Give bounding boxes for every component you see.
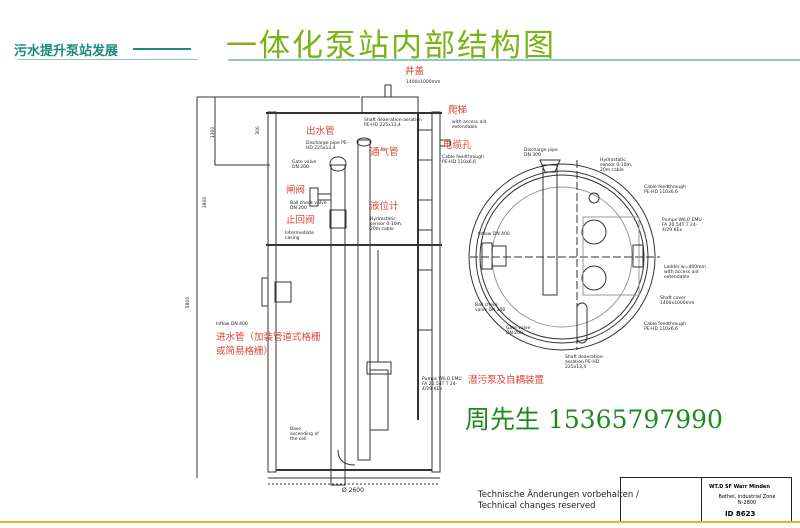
en-cable: Cable feedthrough PE-HD 110x6,6 <box>442 155 484 165</box>
en-inflow: Inflow DN 400 <box>216 322 248 327</box>
label-check-valve: 止回阀 <box>286 215 315 226</box>
note-line-1: Technische Änderungen vorbehalten / <box>478 490 639 500</box>
dim-full: 5800 <box>186 296 192 309</box>
tb-id: ID 8623 <box>725 510 756 518</box>
tb-name: WT.D SF Warr Minden <box>709 484 770 490</box>
note-line-2: Technical changes reserved <box>478 501 596 511</box>
en-sensor: Hydrostatic sensor 0-10m, 20m cable <box>370 217 403 232</box>
header-divider <box>18 59 198 60</box>
en-cover: 1400x1000mm <box>406 80 441 85</box>
en-shaft: Shaft deaeration-aeration PE-HD 225x13,4 <box>364 118 422 128</box>
title-block: WT.D SF Warr Minden Bethel, industrial Z… <box>620 477 792 523</box>
plan-sensor: Hydrostatic sensor 0-10m, 20m cable <box>600 158 633 173</box>
label-level-meter: 液位计 <box>370 201 399 212</box>
dim-top: 300 <box>255 126 261 135</box>
section-subtitle: 污水提升泵站发展 <box>14 44 119 59</box>
en-pump: Pumps WILO EMU FA 20.54T T 24-4/29 KEx <box>422 377 462 392</box>
dim-total: 3800 <box>203 196 209 209</box>
en-gate: Gate valve DN 200 <box>292 160 317 170</box>
plan-view <box>468 159 660 351</box>
en-base: Base ascending of the cell <box>290 427 319 442</box>
label-pump: 潜污泵及自耦装置 <box>468 375 545 386</box>
plan-shaft-cover: Shaft cover 1400x1000mm <box>660 296 695 306</box>
dim-mid: 1300 <box>211 126 217 139</box>
footer-rule <box>0 521 800 523</box>
label-cover: 井盖 <box>405 66 425 77</box>
plan-shaft: Shaft deaeration-aeration PE-HD 225x13,4 <box>565 355 605 370</box>
plan-cable-2: Cable feedthrough PE-HD 110x6,6 <box>644 322 686 332</box>
plan-inflow: Inflow DN 400 <box>478 232 510 237</box>
label-inflow: 进水管（加装管道式格栅或简易格栅） <box>216 332 321 357</box>
label-vent: 通气管 <box>370 147 399 158</box>
tb-address: Bethel, industrial Zone N-2800 <box>718 494 776 506</box>
dim-diameter: Ø 2600 <box>342 487 364 494</box>
plan-check: Ball check valve DN 200 <box>475 303 506 313</box>
plan-pumps: Pumps WILO EMU FA 20.54T T 24-4/29 KEx <box>662 218 702 233</box>
en-check: Ball check valve DN 200 <box>290 201 327 211</box>
page-title: 一体化泵站内部结构图 <box>226 28 556 64</box>
en-intermediate: Intermediate casing <box>285 231 315 241</box>
contact-phone: 周先生 15365797990 <box>465 405 723 434</box>
plan-cable-1: Cable feedthrough PE-HD 110x6,6 <box>644 185 686 195</box>
technical-note: Technische Änderungen vorbehalten / Tech… <box>478 490 639 512</box>
label-ladder: 爬梯 <box>448 105 468 116</box>
plan-gate: Gate valve DN 200 <box>506 326 531 336</box>
en-ladder: with access aid extendable <box>452 120 487 130</box>
header-divider <box>228 59 800 61</box>
label-discharge: 出水管 <box>306 126 335 137</box>
label-gate-valve: 闸阀 <box>286 185 306 196</box>
subtitle-rule <box>133 48 191 50</box>
plan-discharge: Discharge pipe DN 300 <box>524 148 558 158</box>
section-view <box>196 84 451 486</box>
plan-ladder: Ladder w=400mm with access aid extendabl… <box>664 265 706 280</box>
label-cable-hole: 电缆孔 <box>443 140 472 151</box>
en-discharge: Discharge pipe PE-HD 225x13,4 <box>306 141 349 151</box>
